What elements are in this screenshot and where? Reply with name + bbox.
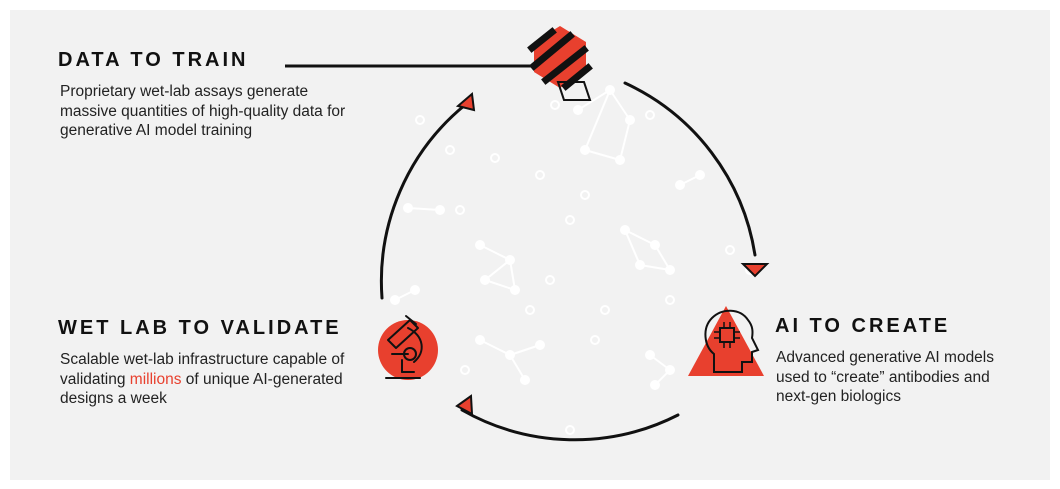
molecule-network-background [390,85,705,390]
microscope-icon [378,315,438,380]
step-data-heading: DATA TO TRAIN [58,49,249,71]
step-lab-description-start: Scalable wet-lab infrastructure capable … [60,351,345,388]
cycle-diagram [285,26,770,442]
step-lab-description-end: of unique AI-generated designs a week [60,370,343,408]
diagram-canvas: DATA TO TRAIN Proprietary wet-lab assays… [10,10,1050,480]
step-ai-description: Advanced generative AI models used to “c… [776,349,994,405]
head-chip-icon [688,306,764,376]
step-data-description: Proprietary wet-lab assays generate mass… [60,83,346,139]
arrow-data-to-ai [623,81,757,257]
step-lab-description: Scalable wet-lab infrastructure capable … [60,350,360,409]
step-ai-heading: AI TO CREATE [775,315,951,337]
hexagon-data-icon [527,26,593,101]
arrow-ai-to-lab [460,408,680,442]
cycle-arrows [379,81,757,442]
arrowhead-data [455,92,476,112]
step-lab-heading: WET LAB TO VALIDATE [58,317,342,339]
arrowhead-lab [455,394,474,416]
arrowhead-ai [740,263,770,278]
arrow-lab-to-data [379,103,467,300]
arrow-heads [455,92,770,416]
molecule-nodes-open [415,100,755,435]
millions-highlight: millions [129,370,182,388]
